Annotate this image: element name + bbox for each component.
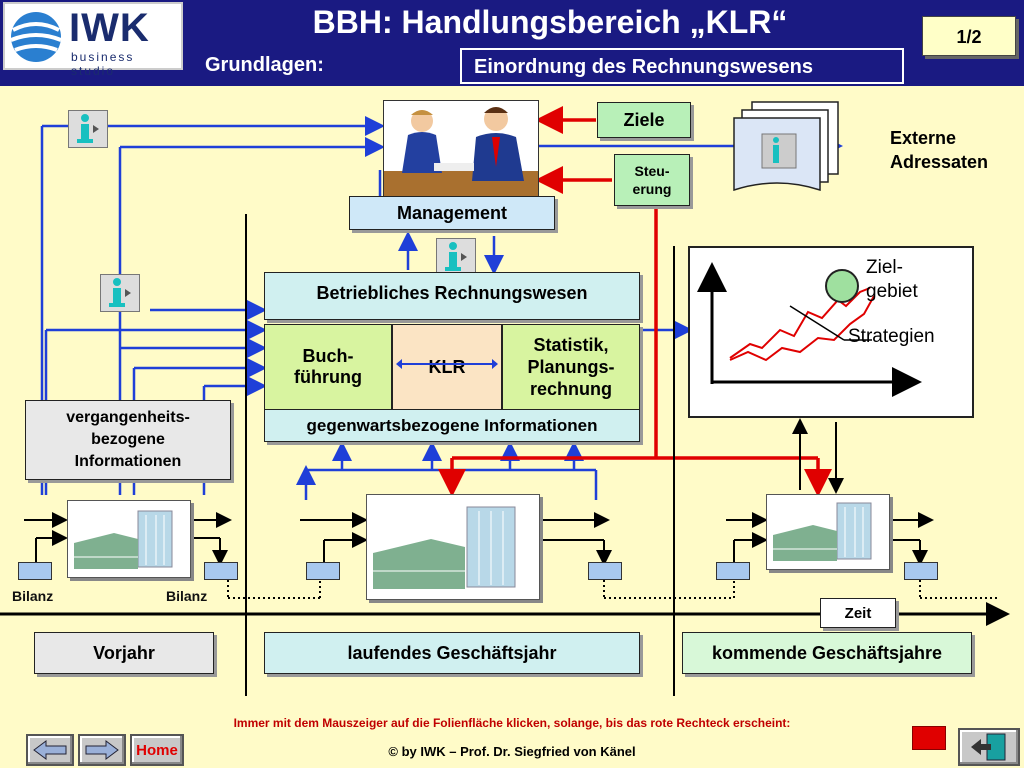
exit-button[interactable] xyxy=(958,728,1020,766)
subtitle: Grundlagen: xyxy=(205,54,324,76)
arrow-left-icon xyxy=(33,740,67,760)
red-rectangle-indicator[interactable] xyxy=(912,726,946,750)
buchfuehrung-box: Buch- führung xyxy=(264,324,392,410)
copyright: © by IWK – Prof. Dr. Siegfried von Känel xyxy=(388,744,636,759)
forward-button[interactable] xyxy=(78,734,126,766)
iwk-logo: IWK business studio xyxy=(3,2,183,78)
building-image xyxy=(766,494,890,570)
back-button[interactable] xyxy=(26,734,74,766)
home-button[interactable]: Home xyxy=(130,734,184,766)
steuerung-box: Steu- erung xyxy=(614,154,690,206)
bilanz-label-left: Bilanz xyxy=(12,588,54,604)
externe-adressaten-label: Externe Adressaten xyxy=(890,128,989,172)
home-label: Home xyxy=(136,741,178,759)
bilanz-marker xyxy=(18,562,52,580)
zeit-label: Zeit xyxy=(820,598,896,628)
laufendes-jahr-box: laufendes Geschäftsjahr xyxy=(264,632,640,674)
klr-box: KLR xyxy=(392,324,502,410)
info-icon[interactable] xyxy=(68,110,108,148)
arrow-right-icon xyxy=(85,740,119,760)
period-marker xyxy=(716,562,750,580)
statistik-box: Statistik, Planungs- rechnung xyxy=(502,324,640,410)
documents-icon xyxy=(733,101,839,192)
strategy-chart: Ziel- gebiet Strategien xyxy=(688,246,974,418)
vergangenheit-box: vergangenheits- bezogene Informationen xyxy=(25,400,231,480)
bilanz-label-right: Bilanz xyxy=(166,588,208,604)
info-icon[interactable] xyxy=(436,238,476,276)
exit-door-icon xyxy=(971,733,1006,761)
betriebliches-rechnungswesen-box: Betriebliches Rechnungswesen xyxy=(264,272,640,320)
building-image xyxy=(67,500,191,578)
instruction-note: Immer mit dem Mauszeiger auf die Folienf… xyxy=(233,716,791,730)
period-marker xyxy=(904,562,938,580)
zielgebiet-label: Ziel- gebiet xyxy=(866,257,918,302)
strategien-label: Strategien xyxy=(848,326,935,347)
logo-subtext: business studio xyxy=(71,50,135,78)
gegenwart-label: gegenwartsbezogene Informationen xyxy=(306,416,598,435)
kommende-jahre-box: kommende Geschäftsjahre xyxy=(682,632,972,674)
building-image xyxy=(366,494,540,600)
section-title: Einordnung des Rechnungswesens xyxy=(460,48,904,84)
management-photo xyxy=(383,100,539,198)
vorjahr-box: Vorjahr xyxy=(34,632,214,674)
management-box: Management xyxy=(349,196,555,230)
info-icon[interactable] xyxy=(100,274,140,312)
period-marker xyxy=(306,562,340,580)
period-marker xyxy=(588,562,622,580)
klr-label: KLR xyxy=(428,356,466,377)
ziele-box: Ziele xyxy=(597,102,691,138)
double-arrow-icon xyxy=(396,359,498,369)
bilanz-marker xyxy=(204,562,238,580)
page-indicator: 1/2 xyxy=(922,16,1016,56)
logo-text: IWK xyxy=(69,6,150,50)
page-title: BBH: Handlungsbereich „KLR“ xyxy=(312,4,788,40)
globe-icon xyxy=(10,12,62,62)
